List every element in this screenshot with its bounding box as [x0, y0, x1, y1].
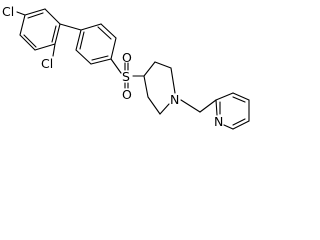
ring-b-double-bond [97, 26, 112, 40]
ring-b-bond [110, 37, 117, 60]
atom-label-cl: Cl [41, 56, 53, 71]
piperidine-bond [154, 61, 172, 69]
pyridine-ring [215, 92, 250, 130]
ring-b-bond [75, 29, 82, 51]
piperidine-bond [159, 103, 170, 115]
piperidine-bond [170, 67, 176, 94]
dichlorophenyl-ring [19, 8, 61, 51]
cl-top-bond [16, 11, 26, 16]
ring-b-bond [80, 23, 102, 31]
ethyl-linker-bond [180, 99, 201, 113]
pyridine-bond [215, 92, 234, 101]
atom-label-cl: Cl [2, 4, 14, 19]
pyridine-bond [215, 99, 218, 116]
pyridine-double-bond [232, 118, 246, 126]
ring-a-double-bond [23, 34, 37, 48]
piperidine-ring [143, 61, 176, 115]
ring-b-bond [90, 58, 112, 65]
piperidine-bond [143, 61, 156, 77]
piperidine-bond [147, 96, 161, 115]
ring-b-bond [100, 23, 117, 39]
phenylene-ring [75, 23, 117, 65]
molecule-structure-diagram: Cl Cl S O O N N [2, 4, 250, 130]
biaryl-bond [59, 23, 82, 31]
cl-ortho-bond [52, 43, 56, 57]
pyridine-bond [223, 124, 234, 130]
atom-label-s: S [122, 69, 130, 84]
piperidine-bond [143, 75, 149, 98]
atom-label-n: N [170, 92, 179, 107]
ring-a-bond [34, 43, 56, 51]
ring-a-double-bond [51, 25, 57, 43]
pyridine-bond [232, 120, 250, 130]
ring-a-bond [24, 8, 46, 16]
aryl-sulfur-bond [110, 58, 122, 74]
atom-label-n: N [214, 114, 223, 129]
pyridine-double-bond [232, 96, 246, 103]
pyridine-bond [232, 92, 250, 101]
ring-a-bond [19, 14, 26, 36]
ring-b-double-bond [79, 31, 85, 50]
ring-a-bond [54, 23, 61, 45]
atom-label-o: O [122, 87, 132, 102]
ethyl-linker-bond [199, 99, 217, 113]
atom-label-o: O [122, 50, 132, 65]
ring-b-double-bond [91, 55, 109, 61]
ring-a-bond [44, 8, 61, 25]
ring-a-double-bond [27, 12, 44, 19]
ring-b-bond [75, 49, 92, 65]
ring-a-bond [19, 34, 36, 51]
